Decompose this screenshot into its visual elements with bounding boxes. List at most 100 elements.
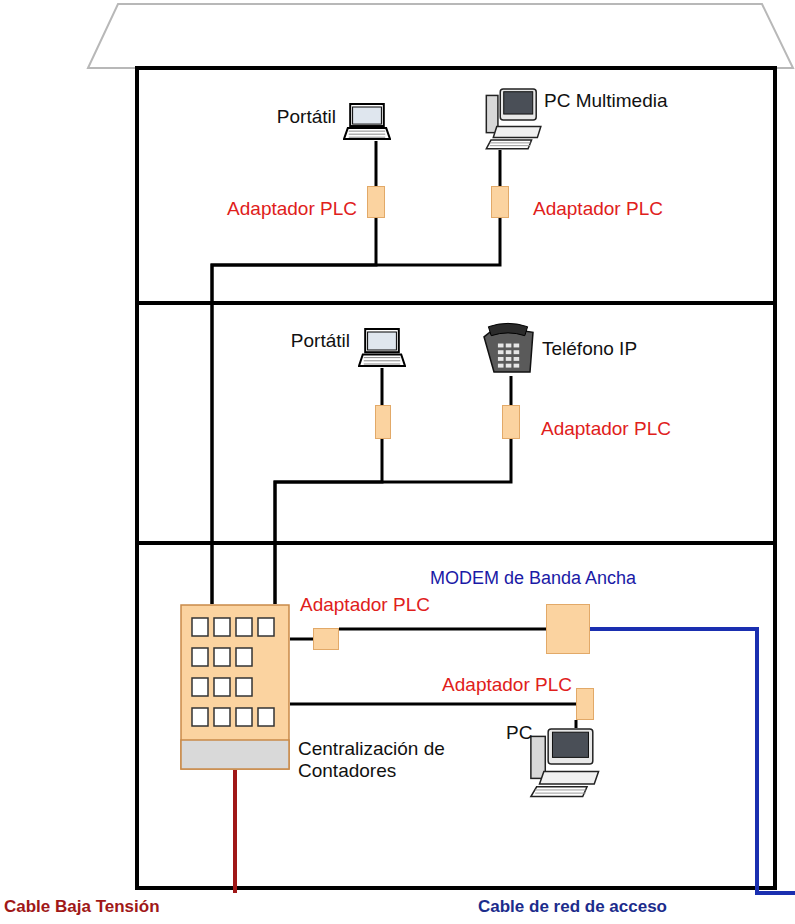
icon-part (506, 357, 512, 361)
adapter-icon (546, 604, 590, 654)
adapter-icon (313, 628, 339, 650)
icon-part (490, 145, 531, 146)
node-label: Adaptador PLC (442, 674, 572, 696)
power-line-wire (375, 141, 378, 186)
laptop-keyboard (344, 128, 390, 139)
node-label: Portátil (291, 330, 350, 352)
icon-part (535, 789, 585, 790)
meter-window (214, 708, 230, 726)
plc-adapter: Adaptador PLC (502, 405, 520, 439)
power-line-wire (275, 368, 382, 604)
access-network-cable (590, 629, 795, 893)
icon-part (514, 357, 520, 361)
icon-part (506, 364, 512, 368)
power-line-wire (290, 638, 313, 641)
plc-adapter: Adaptador PLC (491, 186, 509, 218)
laptop-screen (365, 329, 399, 352)
handset (488, 323, 527, 335)
meter-icon (180, 604, 290, 770)
meter-window (192, 618, 208, 636)
adapter-body (547, 605, 590, 654)
icon-part (535, 793, 585, 794)
meter-window (214, 678, 230, 696)
laptop-node: Portátil (343, 103, 391, 141)
icon-part (368, 332, 397, 350)
meter-window (236, 708, 252, 726)
roof (88, 4, 793, 68)
plc-adapter: Adaptador PLC (367, 186, 385, 218)
phone-icon (480, 320, 536, 376)
cable-label: Cable Baja Tensión (4, 897, 160, 917)
icon-part (364, 357, 400, 358)
icon-part (349, 131, 385, 132)
pc-node: PC Multimedia (484, 88, 542, 150)
icon-part (490, 142, 531, 143)
building-outline (137, 68, 775, 888)
meter-window (192, 648, 208, 666)
laptop-icon (358, 328, 406, 368)
pc-node: PC (528, 728, 600, 798)
low-voltage-cable (233, 770, 237, 893)
node-label: Adaptador PLC (533, 198, 663, 220)
adapter-body (314, 629, 339, 650)
node-label: PC (506, 722, 532, 744)
adapter-icon (491, 186, 509, 218)
plc-adapter: MODEM de Banda Ancha (546, 604, 590, 654)
power-line-wire (510, 376, 513, 405)
icon-part (514, 350, 520, 354)
phone-node: Teléfono IP (480, 320, 536, 376)
meter-base (181, 740, 289, 769)
meter-window (214, 618, 230, 636)
node-label: Centralización de Contadores (298, 738, 458, 782)
node-label: MODEM de Banda Ancha (430, 568, 636, 589)
power-line-wire (339, 628, 546, 631)
adapter-body (503, 406, 520, 439)
adapter-body (577, 689, 594, 720)
meter-window (236, 648, 252, 666)
plc-adapter: Adaptador PLC (576, 688, 594, 720)
node-label: Teléfono IP (542, 338, 637, 360)
icon-part (498, 350, 504, 354)
power-line-wire (290, 703, 576, 706)
cable-label: Cable de red de acceso (478, 897, 667, 917)
node-label: Adaptador PLC (300, 594, 430, 616)
monitor (500, 89, 536, 120)
icon-part (504, 92, 533, 114)
plc-adapter (375, 405, 391, 439)
icon-part (514, 364, 520, 368)
desk-base (493, 126, 541, 137)
node-label: PC Multimedia (544, 90, 668, 112)
icon-part (498, 344, 504, 348)
meter-window (192, 678, 208, 696)
laptop-keyboard (359, 354, 405, 366)
power-line-wire (575, 720, 578, 728)
meter-node: Centralización de Contadores (180, 604, 290, 770)
power-line-wire (212, 218, 376, 604)
icon-part (349, 134, 385, 135)
meter-window (236, 618, 252, 636)
icon-part (506, 344, 512, 348)
meter-cabinet (181, 605, 289, 769)
adapter-body (368, 187, 385, 218)
adapter-icon (576, 688, 594, 720)
power-line-wire (212, 218, 500, 604)
icon-part (506, 350, 512, 354)
meter-window (214, 648, 230, 666)
laptop-node: Portátil (358, 328, 406, 368)
keyboard (531, 787, 587, 797)
power-line-wire (499, 150, 502, 186)
plc-adapter: Adaptador PLC (313, 628, 339, 650)
node-label: Adaptador PLC (541, 418, 671, 440)
laptop-icon (343, 103, 391, 141)
floor-slab (137, 541, 775, 545)
desk-base (540, 771, 599, 784)
icon-part (552, 732, 588, 757)
meter-window (192, 708, 208, 726)
icon-part (353, 107, 382, 124)
node-label: Adaptador PLC (227, 198, 357, 220)
adapter-body (492, 187, 509, 218)
pc-icon (528, 728, 600, 798)
